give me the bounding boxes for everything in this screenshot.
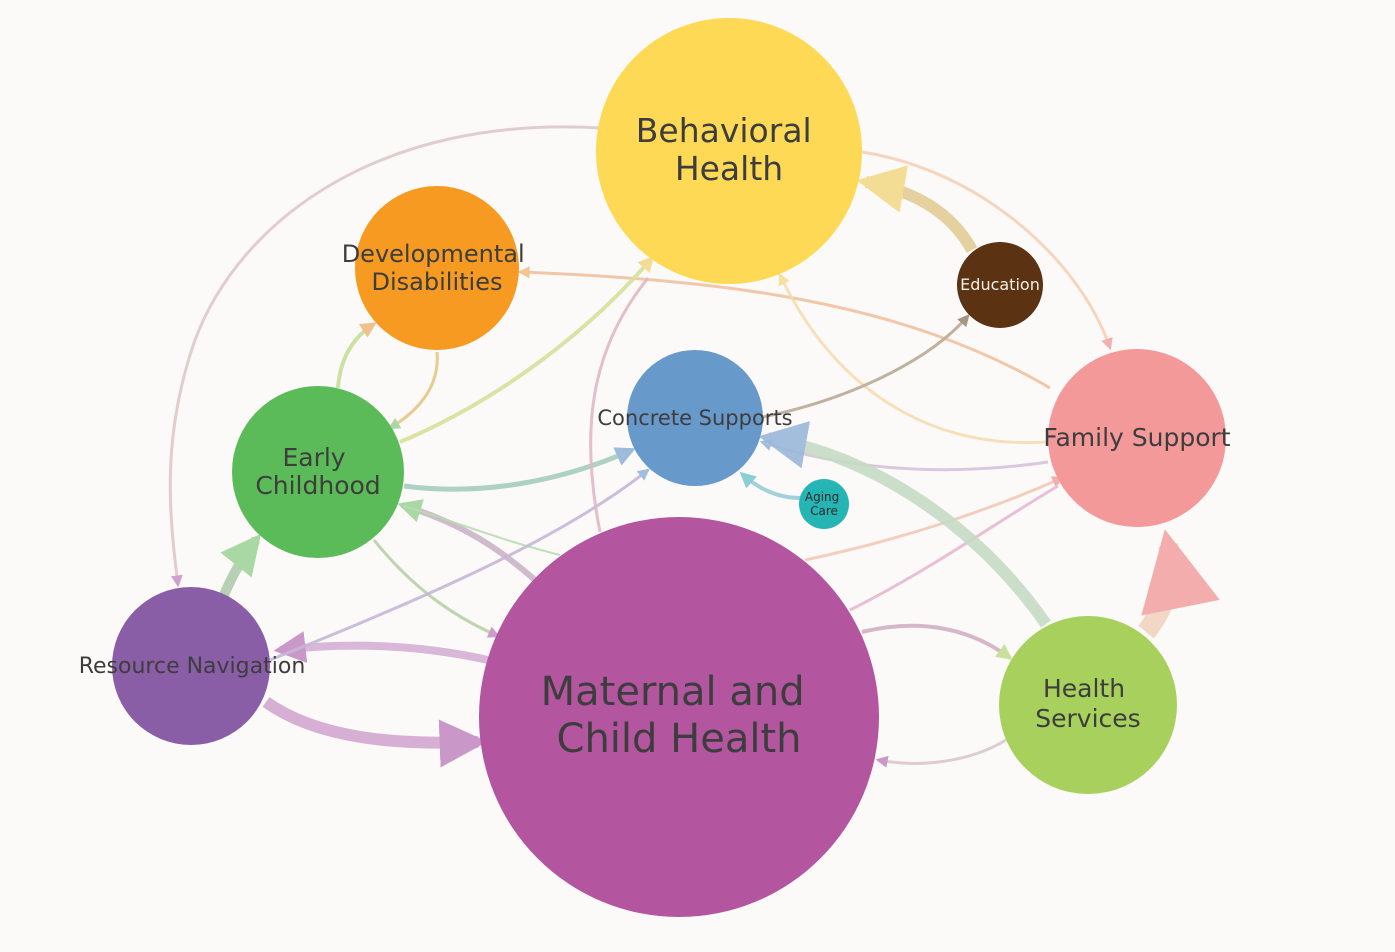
edge-family-to-behavioral [778, 272, 1049, 445]
label-layer: Behavioral Health Developmental Disabili… [79, 111, 1231, 762]
label-resource-navigation: Resource Navigation [79, 654, 306, 679]
edge-early-to-maternal [372, 539, 501, 638]
edge-health-to-maternal [875, 738, 1007, 768]
edge-maternal-to-family-secondary [849, 484, 1059, 612]
label-developmental-disabilities: Developmental Disabilities [342, 240, 533, 296]
label-behavioral-health: Behavioral Health [636, 111, 822, 188]
node-resource-navigation[interactable] [112, 587, 270, 745]
edge-early-to-developmental [336, 322, 377, 389]
node-education[interactable] [957, 242, 1043, 328]
edge-behavioral-to-family [861, 150, 1113, 351]
node-family-support[interactable] [1048, 349, 1226, 527]
edge-health-to-family [1138, 529, 1220, 639]
edge-family-to-developmental [517, 266, 1051, 390]
edge-resource-to-concrete [269, 468, 650, 662]
edge-maternal-to-early-secondary [403, 505, 561, 556]
edge-behavioral-to-resource [168, 125, 601, 588]
node-behavioral-health[interactable] [596, 18, 862, 284]
edge-health-to-concrete [758, 421, 1051, 628]
node-early-childhood[interactable] [232, 386, 404, 558]
node-health-services[interactable] [999, 616, 1177, 794]
edge-maternal-to-resource [273, 631, 489, 664]
edge-education-to-behavioral [856, 165, 978, 254]
label-concrete-supports: Concrete Supports [597, 406, 792, 430]
node-maternal-child-health[interactable] [479, 517, 879, 917]
label-aging-care: Aging Care [805, 490, 843, 518]
edge-developmental-to-early [387, 351, 439, 430]
node-layer [112, 18, 1226, 917]
node-developmental-disabilities[interactable] [355, 186, 519, 350]
edge-maternal-to-education [757, 314, 970, 420]
label-early-childhood: Early Childhood [255, 443, 380, 500]
label-maternal-child-health: Maternal and Child Health [541, 669, 818, 762]
edge-resource-to-maternal [262, 697, 488, 768]
edge-early-to-behavioral [399, 255, 655, 444]
edge-early-to-concrete [403, 447, 636, 492]
label-health-services: Health Services [1035, 674, 1140, 733]
edge-resource-to-early [217, 533, 261, 602]
node-aging-care[interactable] [799, 479, 849, 529]
edge-aging-to-concrete [739, 471, 801, 500]
node-concrete-supports[interactable] [627, 350, 763, 486]
label-family-support: Family Support [1043, 423, 1230, 452]
edge-maternal-to-health [861, 623, 1013, 660]
edge-maternal-to-behavioral [589, 277, 650, 533]
edge-layer [168, 125, 1220, 768]
label-education: Education [960, 275, 1040, 294]
